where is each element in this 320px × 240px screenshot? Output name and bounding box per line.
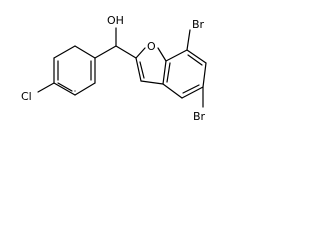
bond — [140, 80, 164, 85]
bond-double-inner — [187, 54, 203, 66]
bond — [202, 62, 207, 88]
bond-double-inner — [139, 61, 145, 79]
bond — [165, 49, 188, 62]
bond-furan-o — [135, 47, 146, 59]
bond-double-inner — [182, 84, 200, 94]
bond — [186, 49, 207, 64]
bond-cl — [37, 82, 55, 93]
bond — [94, 45, 117, 59]
hydroxyl-label: OH — [107, 14, 124, 27]
bond-br — [186, 29, 191, 51]
bond — [74, 45, 96, 59]
bond-furan-o — [157, 47, 167, 62]
bond — [162, 60, 167, 85]
bonds — [37, 27, 207, 108]
bond — [115, 45, 137, 59]
bond — [181, 86, 204, 99]
bond — [53, 45, 76, 59]
bond — [135, 57, 142, 82]
furan-oxygen-label: O — [147, 40, 156, 53]
atom-labels: OH O Cl Br Br — [21, 14, 206, 123]
bond-double-inner — [166, 62, 171, 83]
chlorine-label: Cl — [21, 90, 32, 103]
molecule-structure: OH O Cl Br Br — [21, 14, 207, 123]
bond — [162, 83, 183, 99]
bromine-label-top: Br — [192, 18, 205, 31]
bond — [53, 82, 76, 96]
bromine-label-bottom: Br — [193, 110, 206, 123]
bond — [74, 82, 96, 96]
bond-double-inner — [57, 82, 73, 92]
